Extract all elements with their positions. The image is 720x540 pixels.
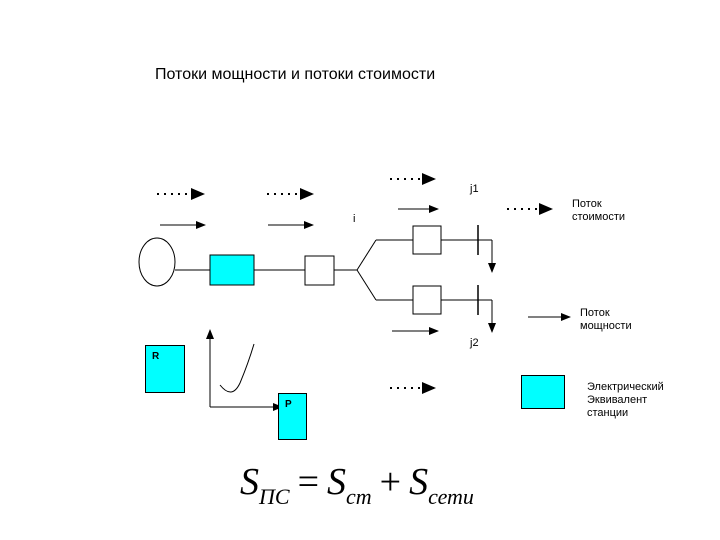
branch-line bbox=[356, 269, 377, 301]
formula-term1-sub: ст bbox=[346, 484, 372, 509]
formula-lhs: S bbox=[240, 461, 259, 503]
power-flow-arrows bbox=[160, 205, 571, 335]
cost-formula: SПС=Sст+Sсети bbox=[240, 460, 474, 510]
generator-circle bbox=[138, 237, 176, 287]
formula-term1: S bbox=[327, 461, 346, 503]
legend-text-line: Поток bbox=[580, 307, 610, 319]
legend-text-line: Поток bbox=[572, 198, 602, 210]
formula-term2: S bbox=[409, 461, 429, 503]
legend-text-line: мощности bbox=[580, 320, 632, 332]
legend-cost-flow: Поток стоимости bbox=[572, 198, 625, 224]
node-label-j2: j2 bbox=[470, 337, 479, 349]
cost-curve-graph bbox=[206, 329, 283, 411]
formula-term2-sub: сети bbox=[428, 484, 474, 509]
network bbox=[138, 225, 496, 333]
legend-text-line: стоимости bbox=[572, 211, 626, 223]
node-label-i: i bbox=[353, 213, 356, 225]
station-block bbox=[209, 254, 255, 286]
box-p-label: P bbox=[285, 399, 292, 410]
node-i-block bbox=[304, 255, 335, 286]
formula-lhs-sub: ПС bbox=[259, 484, 290, 509]
branch-block-j2 bbox=[412, 285, 442, 315]
legend-power-flow: Поток мощности bbox=[580, 307, 632, 333]
formula-plus: + bbox=[379, 461, 402, 503]
formula-equals: = bbox=[297, 461, 319, 503]
box-p: P bbox=[278, 393, 307, 440]
box-r-label: R bbox=[152, 351, 160, 362]
node-label-j1: j1 bbox=[470, 183, 479, 195]
legend-text-line: Электрический bbox=[587, 381, 664, 393]
legend-text-line: станции bbox=[587, 407, 629, 419]
cost-flow-arrows bbox=[157, 173, 553, 394]
legend-station-box bbox=[521, 375, 565, 409]
branch-block-j1 bbox=[412, 225, 442, 255]
legend-station-equivalent: Электрический Эквивалент станции bbox=[587, 381, 664, 420]
branch-line bbox=[356, 239, 377, 271]
box-r: R bbox=[145, 345, 185, 393]
diagram-title: Потоки мощности и потоки стоимости bbox=[155, 66, 436, 83]
legend-text-line: Эквивалент bbox=[587, 394, 648, 406]
cost-curve bbox=[219, 343, 255, 393]
